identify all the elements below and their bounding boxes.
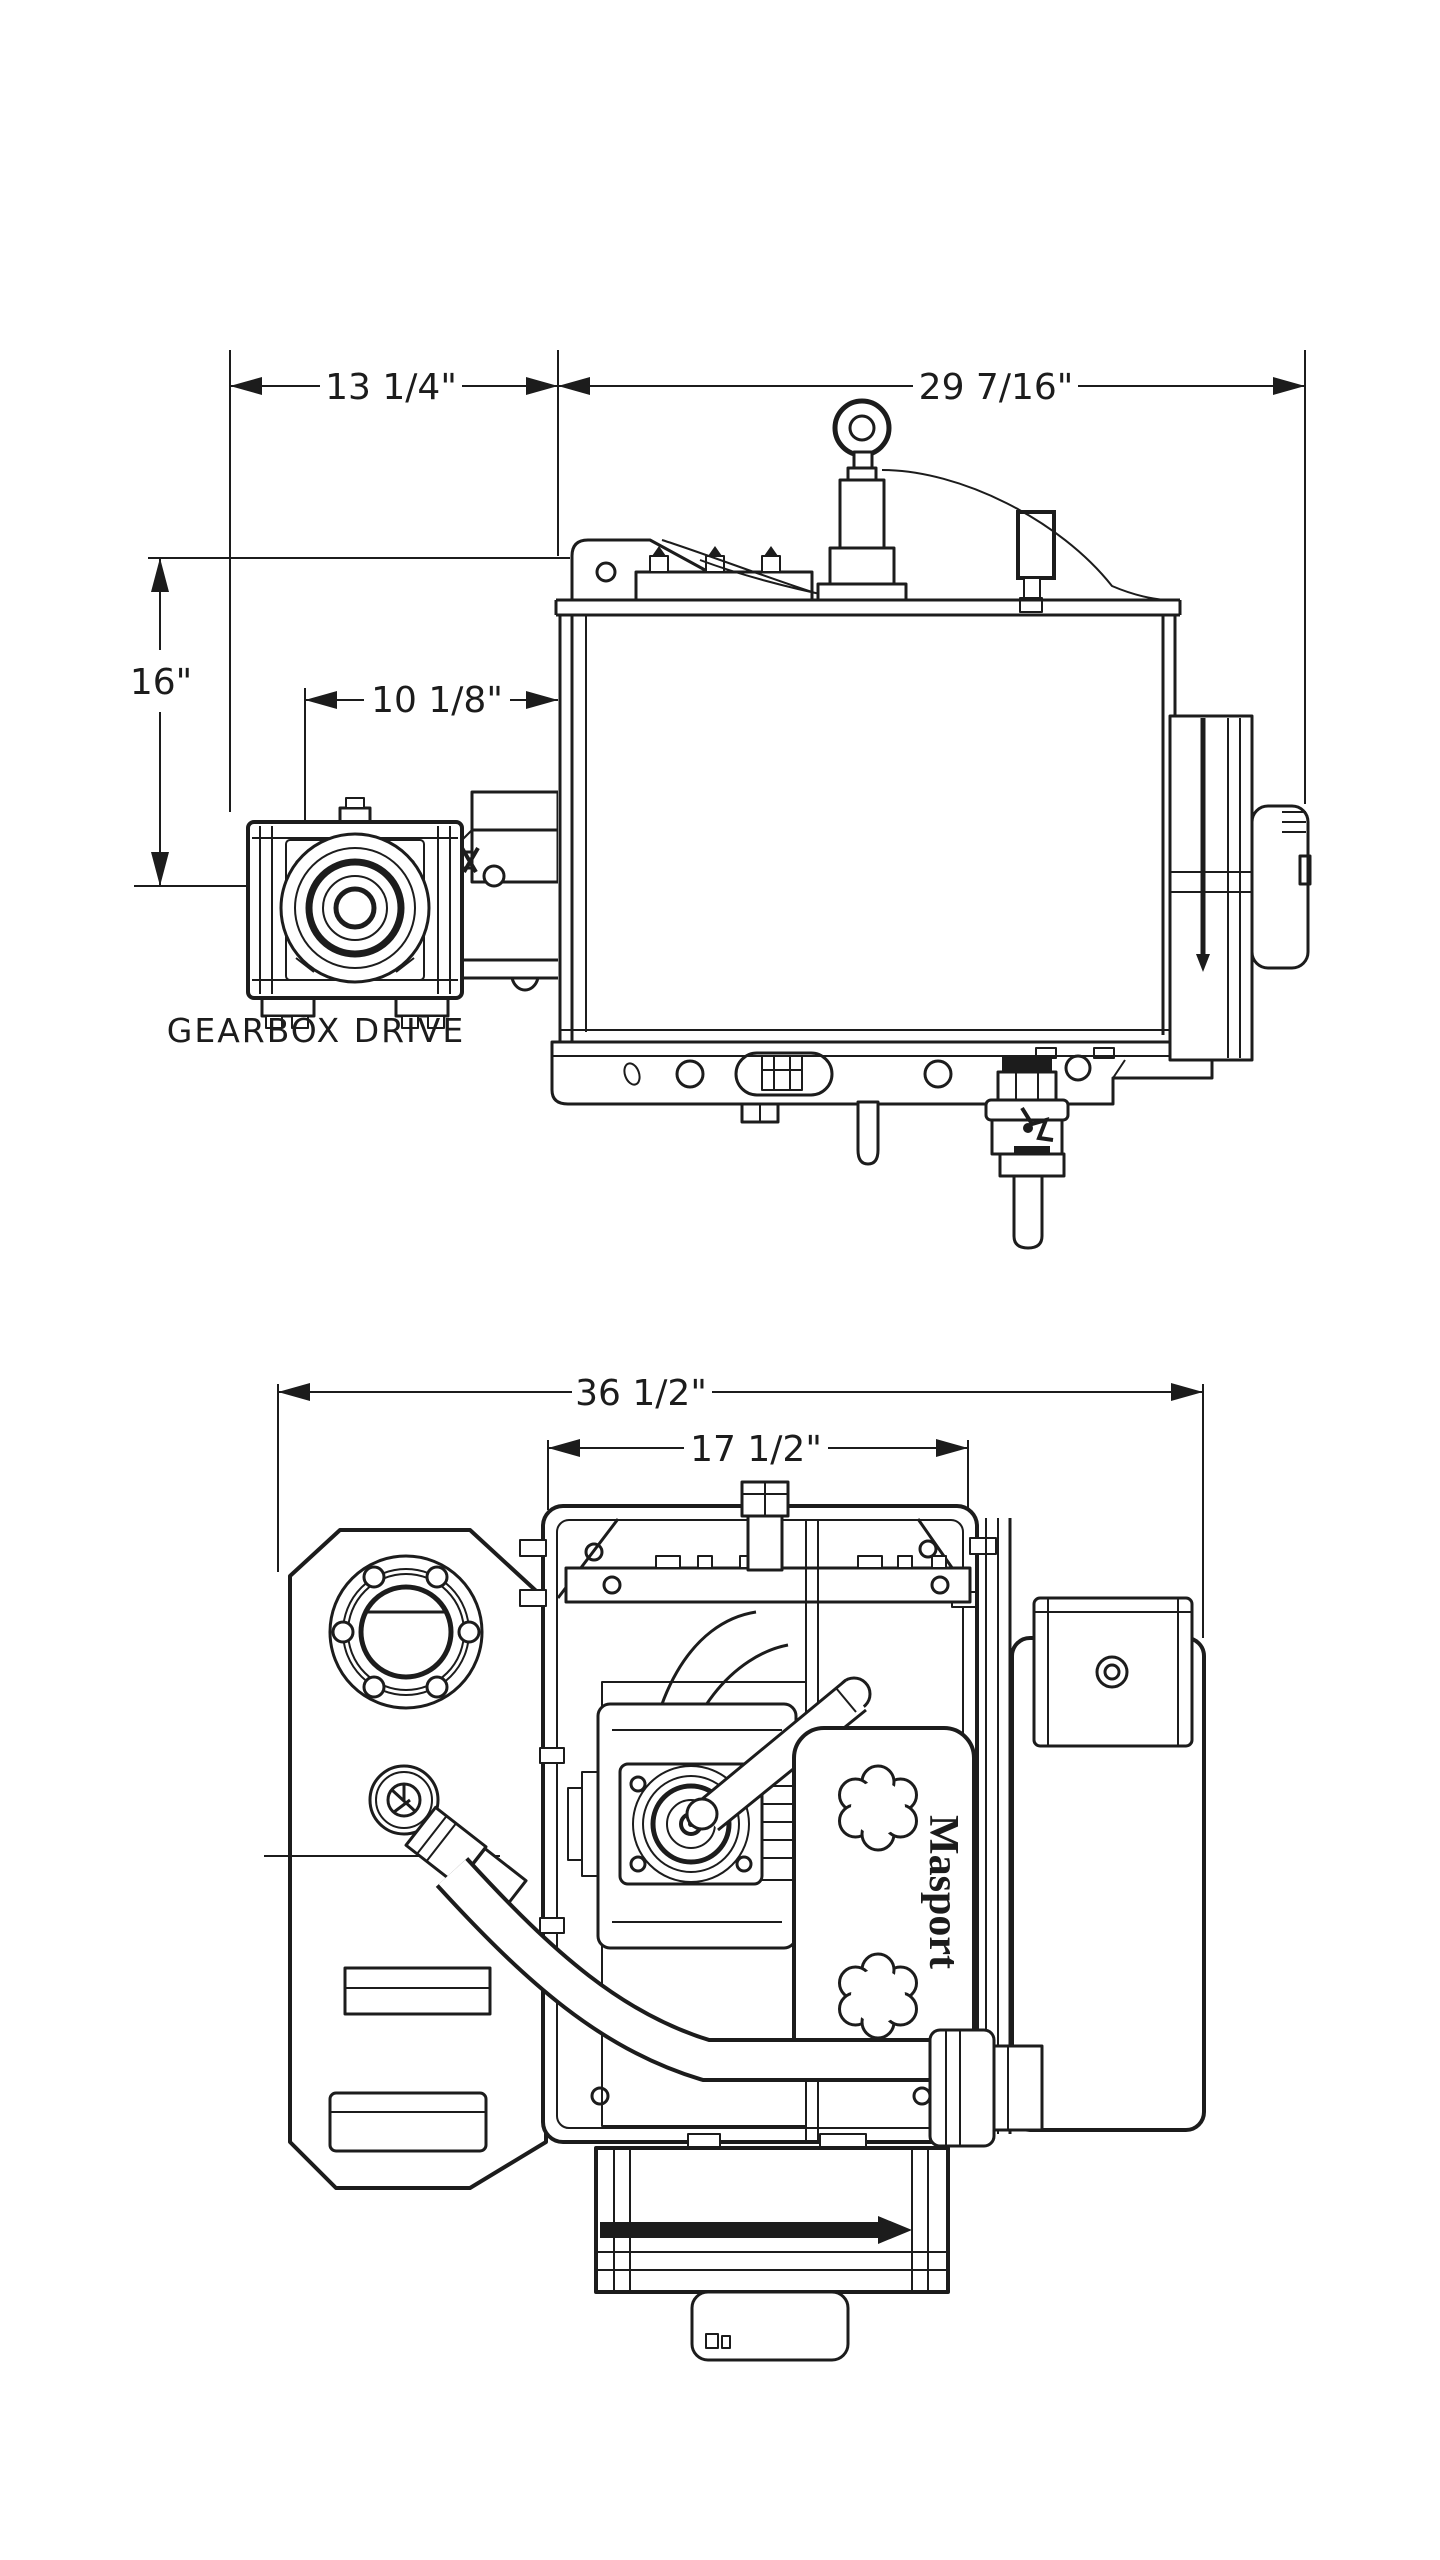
plate-slot: [328, 2091, 488, 2153]
suction-flange: [328, 1554, 484, 1710]
coupling-foot: [510, 977, 540, 992]
drain-valve: [984, 1056, 1070, 1250]
gearbox-drive-label: GEARBOX DRIVE: [167, 1011, 465, 1050]
dim-label-17-1-2: 17 1/2": [690, 1429, 822, 1470]
mounting-bar: [564, 1555, 972, 1604]
dim-label-29-7-16: 29 7/16": [919, 367, 1074, 408]
eye-bolt: [816, 398, 908, 602]
junction-box: [1032, 1596, 1194, 1748]
dim-17-1-2: 17 1/2": [547, 1429, 969, 1510]
dim-16: 16": [130, 557, 570, 887]
dim-label-10-1-8: 10 1/8": [371, 680, 503, 721]
gearbox-shaft-bore: [279, 832, 431, 984]
dim-36-1-2: 36 1/2": [277, 1373, 1204, 1638]
discharge-hose: [404, 1805, 1044, 2148]
dim-10-1-8: 10 1/8": [304, 680, 558, 820]
dim-label-36-1-2: 36 1/2": [575, 1373, 707, 1414]
tank-side: [550, 398, 1312, 1250]
tank-left-wall: [558, 615, 574, 1042]
probe-rod: [856, 1100, 880, 1166]
knob-upper: [838, 1764, 918, 1852]
port-plate: [264, 1528, 548, 2190]
drain-pipe: [1012, 1174, 1044, 1250]
bracket-hole: [595, 561, 617, 583]
dim-label-16: 16": [130, 662, 192, 703]
gearbox-vent: [338, 806, 372, 824]
silencer-outlet: [690, 2290, 850, 2362]
hose-fitting: [368, 1764, 440, 1836]
dim-29-7-16: 29 7/16": [558, 350, 1306, 804]
knob-lower: [838, 1952, 918, 2040]
tank-dome-curve: [881, 469, 1167, 601]
plate-bracket: [343, 1966, 492, 2016]
silencer: [594, 2146, 950, 2362]
hose-coupling: [928, 2028, 996, 2148]
masport-pump: Masport: [792, 1726, 976, 2070]
valve-handle: [1020, 1106, 1054, 1142]
tank-top-rail: [554, 598, 1182, 617]
masport-logo: Masport: [920, 1815, 966, 1969]
hose-stub: [992, 2044, 1044, 2132]
junction-box-hole: [1095, 1655, 1129, 1689]
flow-arrow: [878, 2216, 912, 2244]
drive-coupling: [460, 790, 560, 992]
motor: [1010, 1596, 1206, 2132]
top-view: 13 1/4" 29 7/16" 16" 10 1/8": [130, 350, 1312, 1250]
side-pump-unit: [1112, 714, 1312, 1079]
bottom-view: 36 1/2" 17 1/2": [264, 1373, 1206, 2362]
pump-end-cover: [1250, 804, 1310, 970]
dim-label-13-1-4: 13 1/4": [325, 367, 457, 408]
top-connector: [740, 1480, 790, 1572]
dim-13-1-4: 13 1/4": [229, 350, 559, 812]
gearbox: [246, 797, 464, 1029]
